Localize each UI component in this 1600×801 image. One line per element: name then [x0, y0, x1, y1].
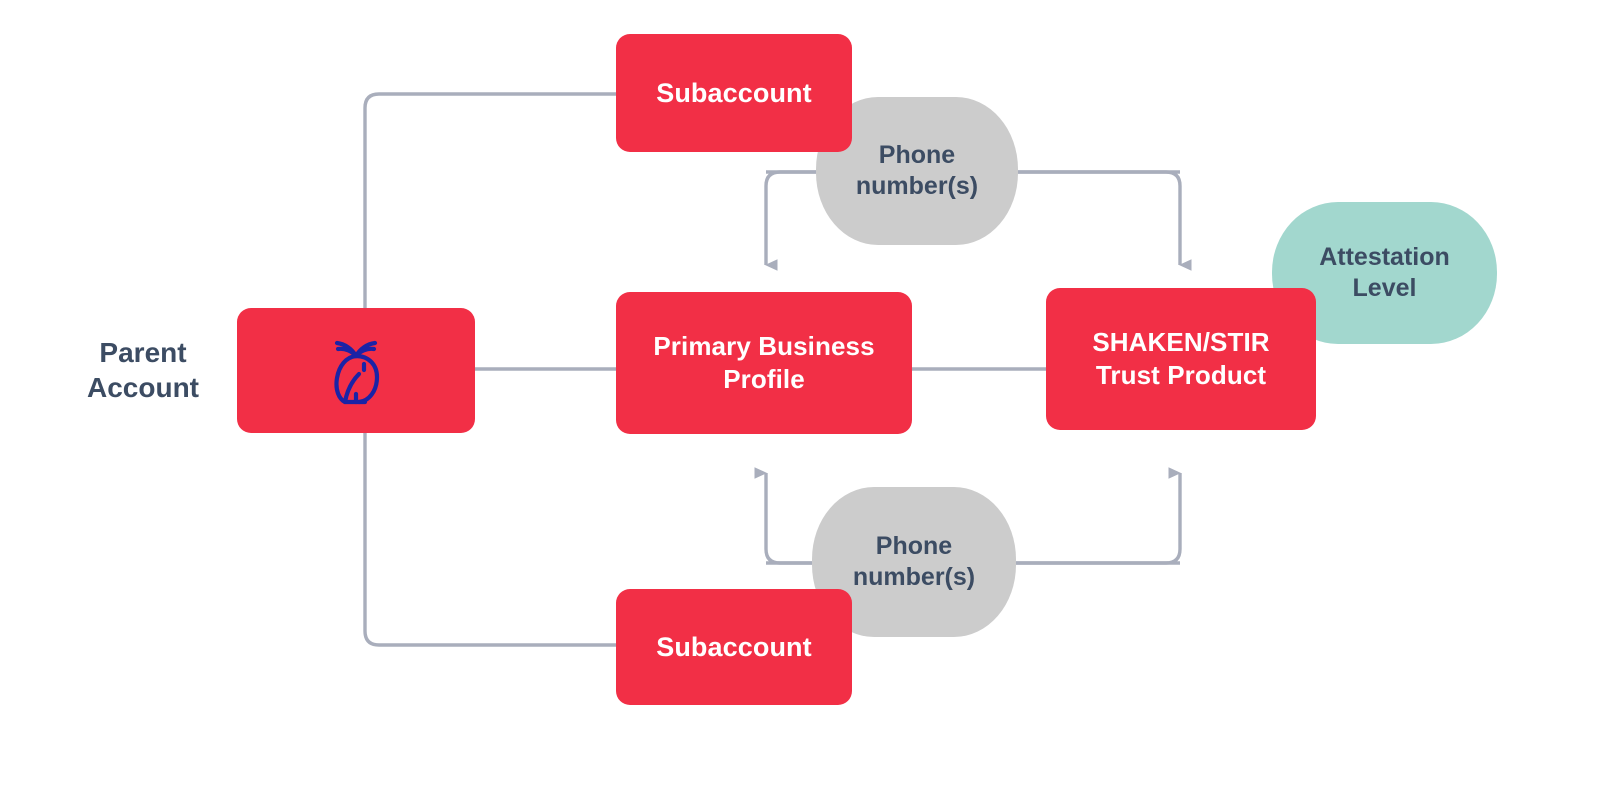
edge-phone-top-to-shaken-stir: [766, 170, 1192, 271]
primary-business-profile-box[interactable]: Primary Business Profile: [616, 292, 912, 434]
phone-numbers-bottom-line2: number(s): [852, 563, 976, 591]
subaccount-bottom-box[interactable]: Subaccount: [616, 589, 852, 705]
subaccount-top-box[interactable]: Subaccount: [616, 34, 852, 152]
parent-account-label: Parent Account: [62, 330, 224, 410]
edge-parent-to-subaccount-top: [363, 92, 617, 308]
shaken-stir-trust-product-box[interactable]: SHAKEN/STIR Trust Product: [1046, 288, 1316, 430]
edge-phone-bottom-to-shaken-stir: [766, 467, 1182, 565]
parent-account-label-line1: Parent: [99, 336, 187, 368]
phone-numbers-bottom-line1: Phone: [875, 531, 953, 560]
primary-business-profile-line2: Profile: [723, 364, 805, 394]
phone-numbers-top-line2: number(s): [855, 172, 979, 200]
attestation-level-line2: Level: [1352, 274, 1417, 302]
parent-account-box[interactable]: [237, 308, 475, 433]
phone-numbers-top-line1: Phone: [878, 140, 956, 169]
attestation-level-line1: Attestation: [1319, 242, 1450, 271]
owl-icon: [319, 331, 393, 411]
primary-business-profile-line1: Primary Business: [653, 331, 875, 362]
edge-parent-to-subaccount-bottom: [363, 433, 617, 647]
shaken-stir-line2: Trust Product: [1095, 360, 1267, 390]
parent-account-label-line2: Account: [87, 372, 199, 403]
subaccount-bottom-label: Subaccount: [656, 631, 812, 662]
phone-numbers-top-blob: Phone number(s): [816, 97, 1018, 245]
subaccount-top-label: Subaccount: [656, 77, 812, 108]
shaken-stir-line1: SHAKEN/STIR: [1092, 327, 1270, 358]
